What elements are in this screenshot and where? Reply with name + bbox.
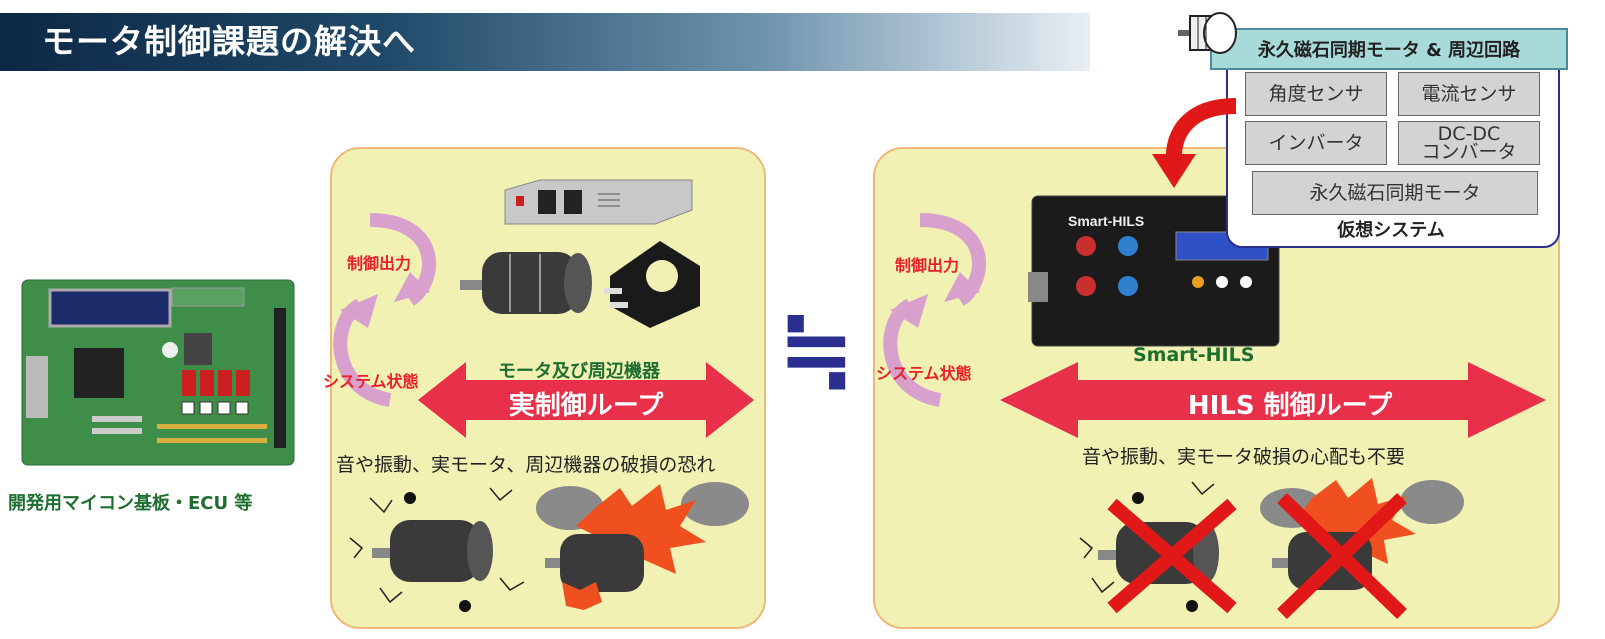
hils-loop-label: HILS 制御ループ xyxy=(1187,391,1393,421)
real-loop-label: 実制御ループ xyxy=(508,391,664,421)
real-loop-cycle-arrows xyxy=(333,213,437,407)
approx-equal-symbol: ≒ xyxy=(778,296,856,403)
ecu-board-image xyxy=(21,279,295,466)
hils-loop-cycle-arrows xyxy=(883,213,987,407)
virtual-to-device-arrow xyxy=(1152,98,1237,188)
real-system-state-label: システム状態 xyxy=(323,372,419,391)
ecu-caption: 開発用マイコン基板・ECU 等 xyxy=(8,493,253,514)
pmsm-box: 永久磁石同期モータ xyxy=(1252,171,1538,215)
motor-image xyxy=(460,252,592,314)
inverter-box: インバータ xyxy=(1245,121,1387,165)
virtual-system-caption: 仮想システム xyxy=(1337,220,1445,241)
angle-sensor-box: 角度センサ xyxy=(1245,72,1387,116)
crossed-motors-image xyxy=(1079,478,1464,620)
dcdc-converter-box: DC-DC コンバータ xyxy=(1398,121,1540,165)
devices-label: モータ及び周辺機器 xyxy=(498,361,660,382)
power-supply-image xyxy=(504,179,693,225)
title-bar xyxy=(0,13,1090,71)
page-title: モータ制御課題の解決へ xyxy=(42,22,416,61)
svg-text:Smart-HILS: Smart-HILS xyxy=(1068,213,1144,229)
current-sensor-image xyxy=(604,241,700,328)
hils-control-output-label: 制御出力 xyxy=(895,256,960,275)
hils-system-state-label: システム状態 xyxy=(876,364,972,383)
smart-hils-label: Smart-HILS xyxy=(1133,344,1255,366)
damaged-motors-image xyxy=(349,482,749,612)
real-control-output-label: 制御出力 xyxy=(347,254,412,273)
hils-loop-arrow xyxy=(1000,362,1546,438)
current-sensor-box: 電流センサ xyxy=(1398,72,1540,116)
real-loop-arrow xyxy=(418,362,754,438)
motor-icon xyxy=(1178,12,1237,54)
dcdc-line2: コンバータ xyxy=(1421,141,1517,163)
smart-hils-device-image: Smart-HILS xyxy=(1028,195,1280,347)
hils-benefit-text: 音や振動、実モータ破損の心配も不要 xyxy=(1082,446,1406,468)
dcdc-line1: DC-DC xyxy=(1437,123,1501,145)
virtual-system-header: 永久磁石同期モータ & 周辺回路 xyxy=(1210,28,1568,70)
real-risk-text: 音や振動、実モータ、周辺機器の破損の恐れ xyxy=(336,454,716,476)
